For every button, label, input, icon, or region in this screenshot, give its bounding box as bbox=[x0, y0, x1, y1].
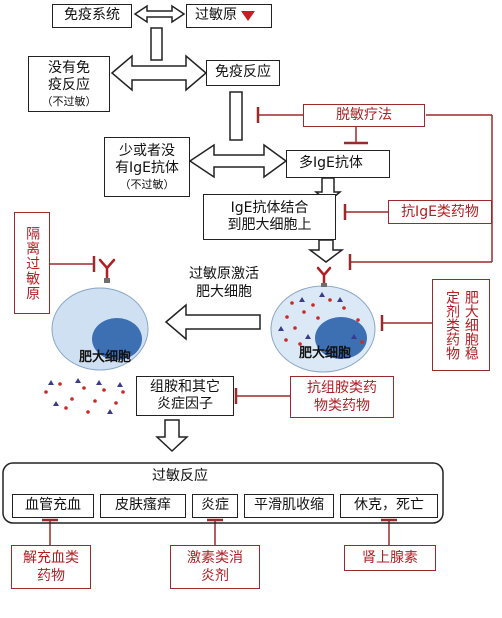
little-ige-box: 少或者没 有IgE抗体 （不过敏） bbox=[104, 137, 190, 197]
decongestant-line1: 解充血类 bbox=[23, 549, 79, 566]
inhibit-antihistamine bbox=[234, 388, 290, 404]
little-ige-note: （不过敏） bbox=[119, 177, 175, 191]
isolate-allergen-label: 隔离过敏原 bbox=[24, 225, 41, 301]
isolate-allergen-box: 隔离过敏原 bbox=[14, 212, 50, 314]
symptom-inflammation-label: 炎症 bbox=[201, 497, 229, 514]
down-arrow-4 bbox=[307, 239, 345, 263]
little-ige-line1: 少或者没 bbox=[119, 142, 175, 159]
adrenaline-box: 肾上腺素 bbox=[344, 545, 436, 571]
no-immune-line1: 没有免 bbox=[48, 59, 90, 76]
more-ige-label: 多IgE抗体 bbox=[299, 155, 363, 172]
histamine-line1: 组胺和其它 bbox=[150, 378, 220, 395]
inhibit-bottom-treatments bbox=[42, 518, 397, 545]
ige-blocked-icon bbox=[98, 258, 116, 280]
allergen-triangle-icon bbox=[241, 11, 255, 21]
granules-right bbox=[278, 292, 364, 346]
immune-response-box: 免疫反应 bbox=[206, 60, 280, 86]
hormone-line2: 炎剂 bbox=[201, 568, 229, 584]
allergen-activation-line2: 肥大细胞 bbox=[196, 283, 252, 300]
little-ige-line2: 有IgE抗体 bbox=[115, 160, 179, 177]
down-arrow-2 bbox=[229, 91, 243, 141]
anti-ige-drugs-label: 抗IgE类药物 bbox=[401, 203, 479, 220]
symptom-inflammation: 炎症 bbox=[192, 494, 238, 518]
mast-stabilizer-col2: 定剂类药物 bbox=[444, 290, 460, 360]
allergen-label: 过敏原 bbox=[195, 7, 237, 24]
allergen-box: 过敏原 bbox=[186, 4, 272, 28]
decongestant-box: 解充血类 药物 bbox=[11, 545, 91, 589]
symptom-smooth-muscle-label: 平滑肌收缩 bbox=[254, 497, 324, 514]
inhibit-mast-stabilizer bbox=[380, 315, 432, 331]
allergen-activation-line1: 过敏原激活 bbox=[189, 266, 259, 282]
no-immune-note: （不过敏） bbox=[41, 94, 97, 108]
more-ige-box: 多IgE抗体 bbox=[286, 150, 390, 178]
antihistamine-line1: 抗组胺类药 bbox=[307, 379, 377, 396]
mast-stabilizer-box: 肥大细胞稳 定剂类药物 bbox=[432, 279, 490, 371]
hormone-line1: 激素类消 bbox=[187, 549, 243, 566]
symptom-shock-label: 休克，死亡 bbox=[354, 497, 424, 514]
inhibit-desensitization bbox=[256, 107, 368, 145]
double-arrow-immune-allergen bbox=[133, 4, 186, 24]
immune-system-label: 免疫系统 bbox=[64, 7, 120, 24]
ige-binding-box: IgE抗体结合 到肥大细胞上 bbox=[203, 194, 336, 240]
double-arrow-no-immune-response bbox=[110, 54, 208, 92]
ige-binding-line1: IgE抗体结合 bbox=[230, 199, 309, 216]
antihistamine-line2: 物类药物 bbox=[314, 398, 370, 414]
desensitization-label: 脱敏疗法 bbox=[336, 107, 392, 124]
left-arrow-cells bbox=[164, 303, 261, 341]
mast-cell-right bbox=[270, 285, 376, 373]
mast-cell-right-label: 肥大细胞 bbox=[298, 346, 351, 361]
antihistamine-box: 抗组胺类药 物类药物 bbox=[290, 376, 394, 418]
symptom-itch-label: 皮肤瘙痒 bbox=[115, 497, 171, 514]
no-immune-box: 没有免 疫反应 （不过敏） bbox=[28, 56, 110, 112]
double-arrow-little-more-ige bbox=[188, 143, 288, 179]
immune-system-box: 免疫系统 bbox=[52, 4, 132, 28]
allergic-reaction-title: 过敏反应 bbox=[152, 468, 208, 484]
anti-ige-drugs-box: 抗IgE类药物 bbox=[388, 200, 492, 224]
hormone-box: 激素类消 炎剂 bbox=[170, 545, 260, 589]
symptom-vascular-label: 血管充血 bbox=[25, 497, 81, 514]
mast-cell-left bbox=[51, 287, 149, 371]
ige-binding-line2: 到肥大细胞上 bbox=[227, 217, 312, 233]
receptor-left-icon bbox=[104, 278, 110, 283]
down-arrow-5 bbox=[155, 419, 189, 453]
symptom-vascular: 血管充血 bbox=[12, 494, 94, 518]
ige-on-cell-icon bbox=[316, 266, 332, 285]
immune-response-label: 免疫反应 bbox=[215, 64, 271, 81]
inhibit-desensitization-cell bbox=[348, 114, 493, 270]
histamine-line2: 炎症因子 bbox=[157, 396, 213, 412]
allergic-reaction-container bbox=[2, 462, 444, 524]
symptom-shock: 休克，死亡 bbox=[340, 494, 438, 518]
mast-stabilizer-col1: 肥大细胞稳 bbox=[462, 290, 479, 360]
no-immune-line2: 疫反应 bbox=[48, 77, 90, 94]
allergen-activation-text: 过敏原激活 肥大细胞 bbox=[178, 266, 270, 301]
inhibit-anti-ige bbox=[343, 204, 388, 220]
inhibit-isolate-allergen bbox=[50, 256, 96, 272]
released-mediators bbox=[44, 378, 125, 414]
symptom-smooth-muscle: 平滑肌收缩 bbox=[244, 494, 334, 518]
mast-cell-left-label: 肥大细胞 bbox=[78, 350, 131, 365]
receptor-icon bbox=[321, 283, 327, 287]
adrenaline-label: 肾上腺素 bbox=[362, 549, 418, 566]
decongestant-line2: 药物 bbox=[37, 568, 65, 584]
symptom-itch: 皮肤瘙痒 bbox=[100, 494, 186, 518]
desensitization-box: 脱敏疗法 bbox=[303, 104, 425, 127]
down-arrow-1 bbox=[150, 27, 163, 61]
histamine-box: 组胺和其它 炎症因子 bbox=[136, 376, 234, 416]
